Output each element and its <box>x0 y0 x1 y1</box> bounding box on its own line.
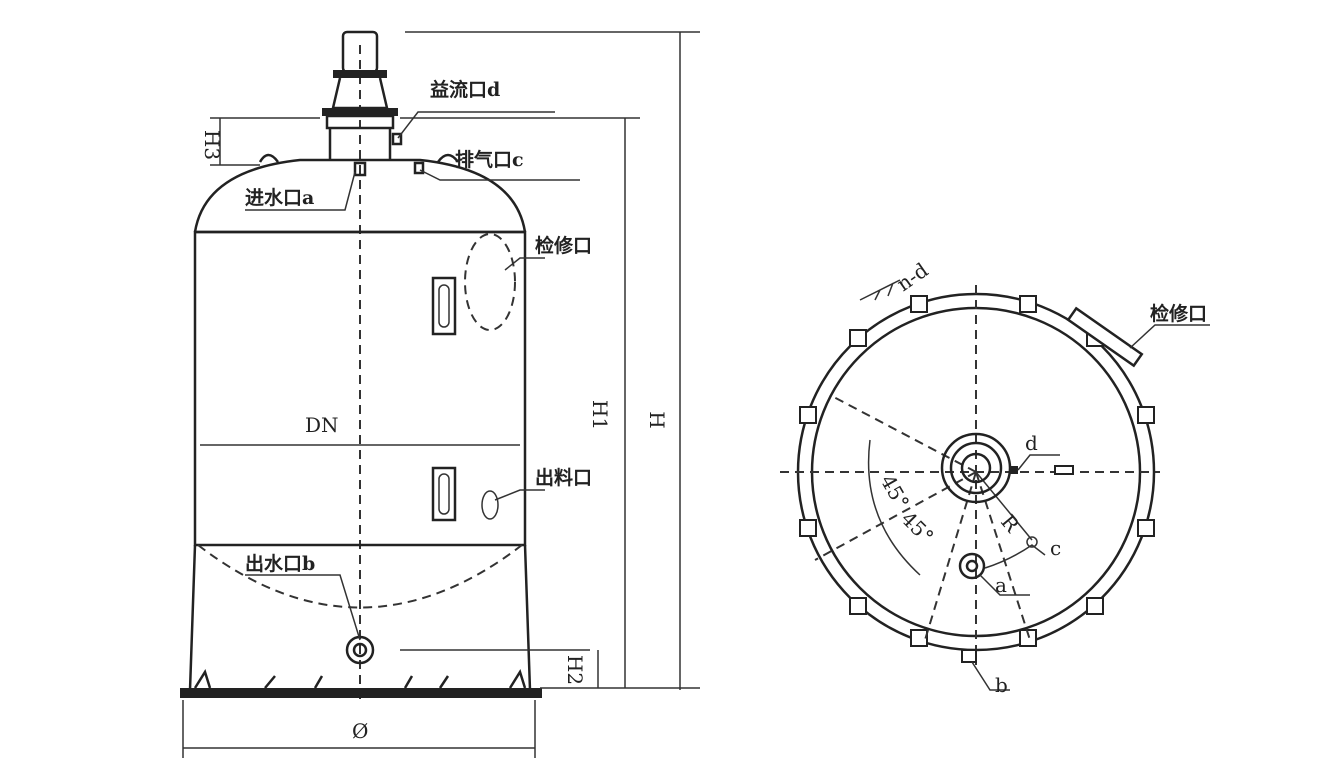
outlet-port-label: 出水口b <box>245 552 315 575</box>
overflow-nozzle <box>391 132 403 146</box>
overflow-port-label: 益流口d <box>430 78 500 101</box>
discharge-port-label: 出料口 <box>535 466 592 489</box>
inlet-port-label: 进水口a <box>245 187 314 209</box>
manhole-label: 检修口 <box>535 234 592 257</box>
dim-h3: H3 <box>200 130 224 160</box>
port-b <box>961 649 977 663</box>
radius-label: R <box>996 510 1025 538</box>
port-c-label: c <box>1050 536 1061 560</box>
manhole-outline <box>464 233 516 331</box>
top-view: n-d 检修口 d R c 45° 45° a b <box>780 258 1210 697</box>
base-plate <box>180 688 542 698</box>
dim-h2: H2 <box>563 655 587 685</box>
dim-h: H <box>645 411 669 428</box>
skirt <box>188 544 532 691</box>
side-view: 益流口d 排气口c 进水口a 检修口 DN 出料口 出水口b H3 H1 H H… <box>180 30 700 758</box>
discharge-port <box>481 490 499 520</box>
bolt-label: n-d <box>892 258 933 296</box>
port-c <box>1026 536 1038 548</box>
bottom-head <box>197 544 523 609</box>
sight-glass-lower <box>431 466 457 522</box>
top-manhole-label: 检修口 <box>1150 302 1207 325</box>
top-dome <box>193 158 527 233</box>
port-a-label: a <box>995 573 1007 597</box>
vent-nozzle <box>413 161 425 175</box>
top-nozzle <box>322 30 403 160</box>
dim-base: Ø <box>352 719 368 743</box>
angle-1-label: 45° <box>876 471 915 514</box>
port-b-label: b <box>995 673 1008 697</box>
inlet-nozzle <box>353 161 367 177</box>
dim-h1: H1 <box>588 400 612 430</box>
angle-arc <box>867 439 921 576</box>
port-a <box>958 552 986 580</box>
outlet-port <box>345 635 375 665</box>
port-d-label: d <box>1025 431 1038 455</box>
diameter-label: DN <box>305 413 339 437</box>
manhole-top <box>1066 306 1144 368</box>
sight-glass-upper <box>431 276 457 336</box>
vent-port-label: 排气口c <box>455 148 524 171</box>
